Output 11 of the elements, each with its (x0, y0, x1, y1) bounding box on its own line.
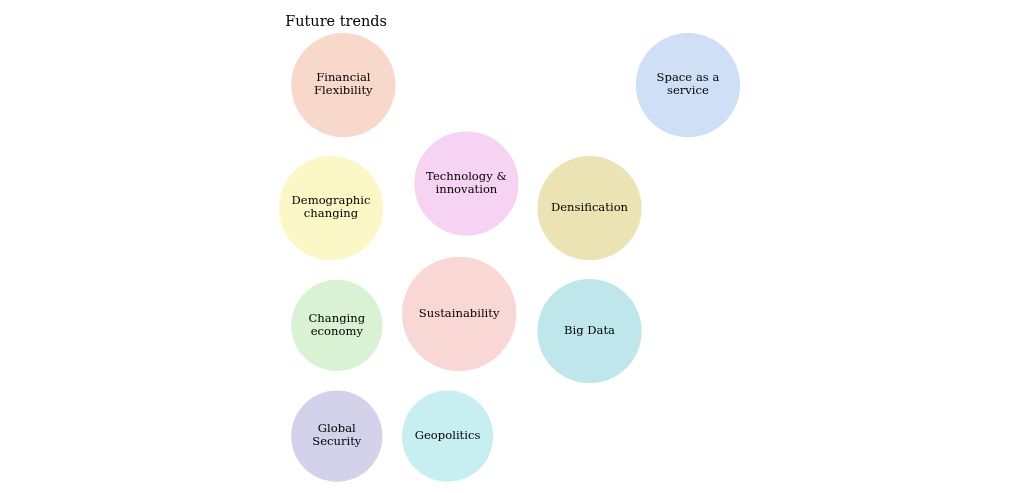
node-circle: Demographic changing (278, 156, 383, 261)
diagram-title: Future trends (284, 12, 387, 29)
node-circle: Sustainability (401, 256, 516, 372)
node-circle: Densification (536, 156, 642, 261)
node-circle: Changing economy (290, 279, 382, 372)
node-circle: Big Data (536, 279, 642, 384)
node-circle: Space as a service (635, 32, 740, 138)
node-circle: Technology & innovation (413, 131, 519, 236)
node-circle: Financial Flexibility (290, 32, 395, 138)
node-circle: Global Security (290, 390, 382, 482)
node-circle: Geopolitics (401, 390, 493, 482)
